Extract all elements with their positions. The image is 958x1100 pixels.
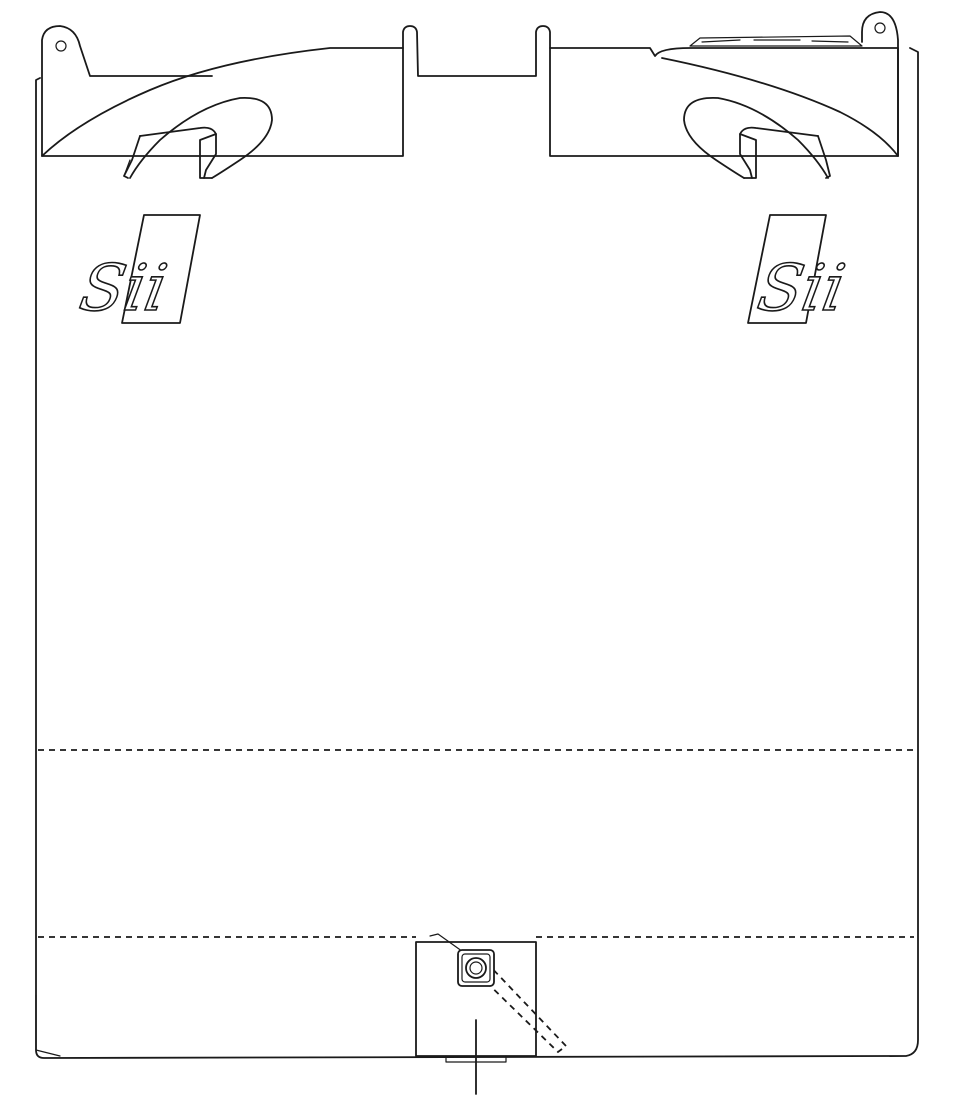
left-lug-hole (55, 40, 67, 52)
left-logo: Sii (74, 214, 201, 327)
left-handle (123, 97, 273, 179)
right-logo: Sii (747, 214, 851, 327)
drain-outlet (415, 933, 568, 1095)
right-logo-text: Sii (753, 251, 851, 325)
left-logo-text: Sii (75, 251, 173, 325)
right-handle (683, 97, 831, 179)
right-lug-hole (874, 22, 886, 34)
tank-body (35, 47, 919, 1059)
top-lid (41, 11, 899, 157)
